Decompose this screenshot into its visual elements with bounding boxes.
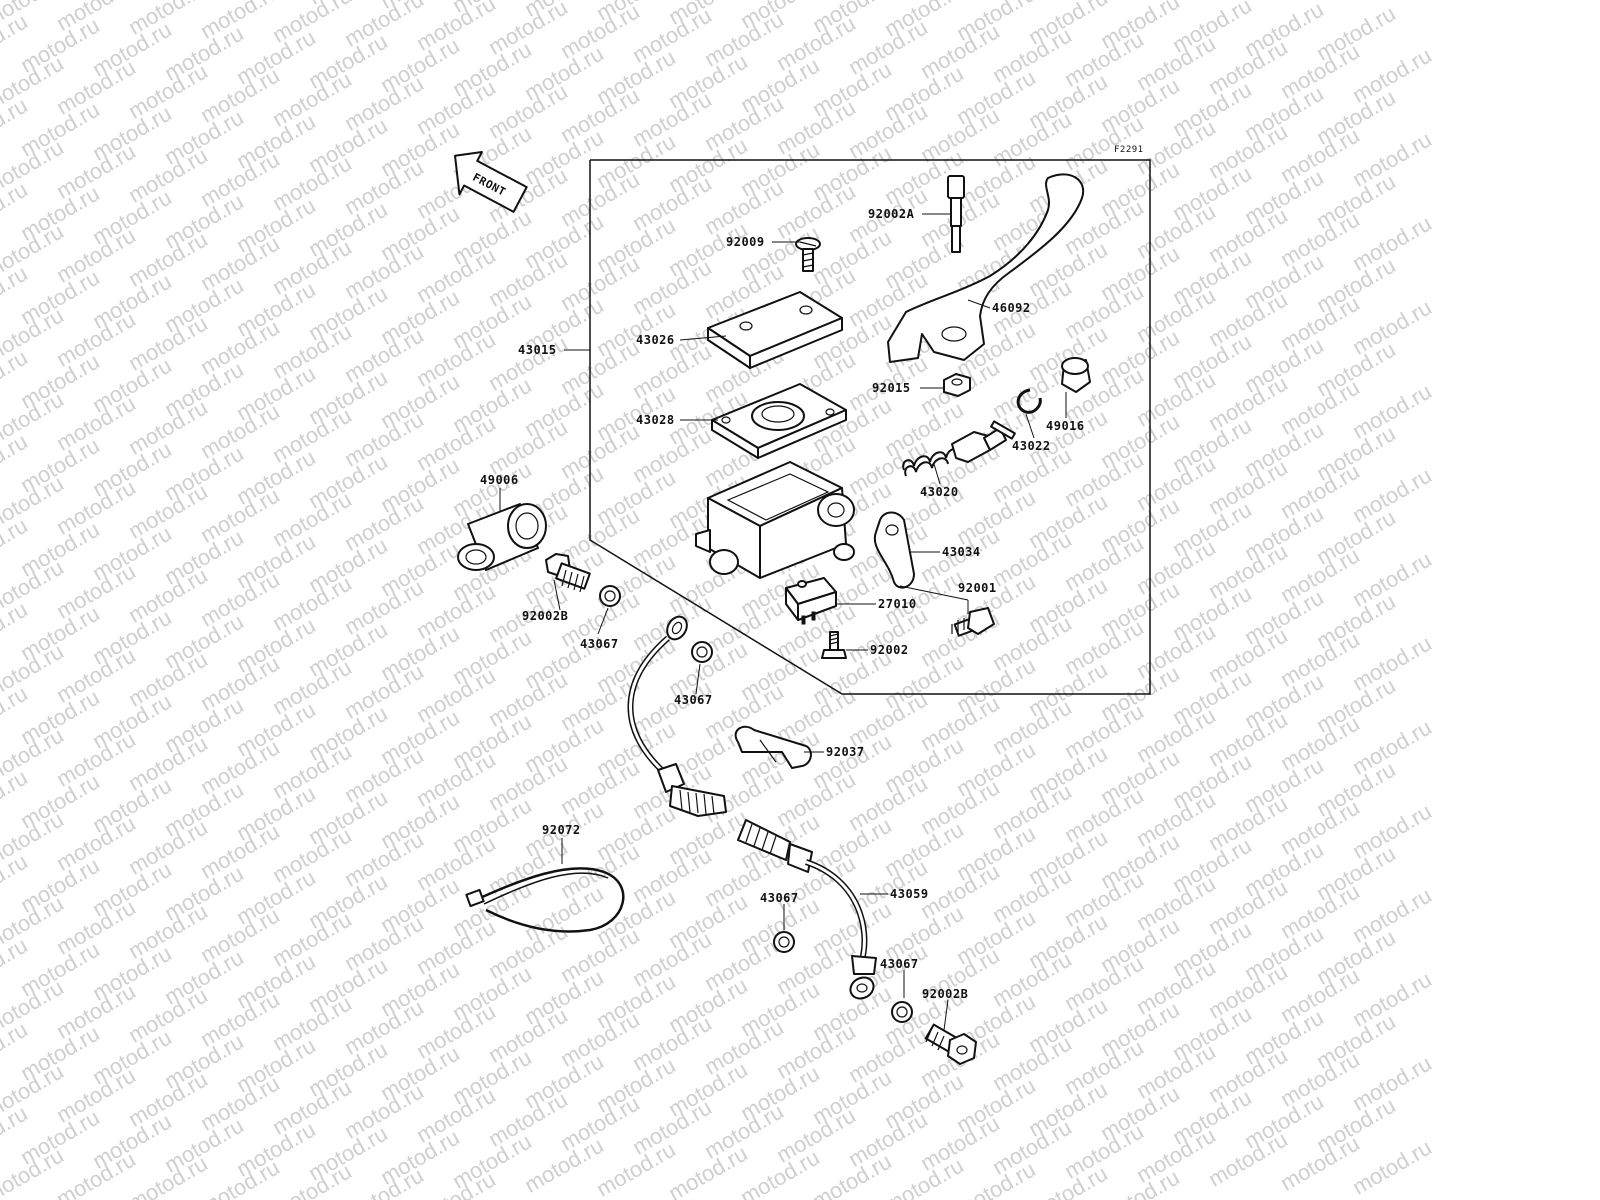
diagram-code: F2291 bbox=[1114, 145, 1144, 155]
label-43067-a: 43067 bbox=[580, 637, 619, 651]
label-92009: 92009 bbox=[726, 235, 765, 249]
label-43026: 43026 bbox=[636, 333, 675, 347]
part-labels: 92002A 92009 46092 43026 43015 92015 490… bbox=[480, 207, 1085, 1001]
lever-pivot-hole bbox=[941, 326, 967, 342]
sealing-washer-b bbox=[691, 641, 713, 663]
label-27010: 27010 bbox=[878, 597, 917, 611]
banjo-bolt-bottom bbox=[924, 1023, 977, 1065]
label-43022: 43022 bbox=[1012, 439, 1051, 453]
banjo-bolt-top bbox=[545, 553, 591, 593]
label-49006: 49006 bbox=[480, 473, 519, 487]
label-49016: 49016 bbox=[1046, 419, 1085, 433]
sealing-washer-a bbox=[599, 585, 621, 607]
label-92002B-top: 92002B bbox=[522, 609, 568, 623]
circlip bbox=[1016, 388, 1042, 414]
sealing-washer-c bbox=[773, 931, 795, 953]
label-43059: 43059 bbox=[890, 887, 929, 901]
reservoir-cap bbox=[707, 291, 843, 369]
brake-lever bbox=[887, 173, 1085, 363]
front-arrow-icon: FRONT bbox=[454, 151, 528, 213]
label-43020: 43020 bbox=[920, 485, 959, 499]
clamp-bolt bbox=[951, 607, 995, 637]
label-92072: 92072 bbox=[542, 823, 581, 837]
master-cylinder-body bbox=[695, 461, 855, 579]
reservoir-diaphragm bbox=[711, 383, 847, 459]
dust-boot bbox=[1061, 357, 1091, 393]
label-92002: 92002 bbox=[870, 643, 909, 657]
label-43067-b: 43067 bbox=[674, 693, 713, 707]
hose-fitting-boot bbox=[457, 503, 547, 571]
cable-tie-band bbox=[465, 867, 625, 933]
lever-pivot-nut bbox=[943, 373, 971, 397]
label-43028: 43028 bbox=[636, 413, 675, 427]
label-92002A: 92002A bbox=[868, 207, 915, 221]
label-92015: 92015 bbox=[872, 381, 911, 395]
brake-hose bbox=[627, 615, 877, 1000]
handlebar-clamp bbox=[873, 511, 915, 589]
piston-assembly bbox=[902, 420, 1016, 477]
label-92037: 92037 bbox=[826, 745, 865, 759]
brake-light-switch bbox=[785, 577, 837, 625]
bleeder-valve bbox=[947, 175, 965, 253]
label-92002B-bottom: 92002B bbox=[922, 987, 968, 1001]
sealing-washer-d bbox=[891, 1001, 913, 1023]
label-43034: 43034 bbox=[942, 545, 981, 559]
label-43067-c: 43067 bbox=[760, 891, 799, 905]
label-92001: 92001 bbox=[958, 581, 997, 595]
label-43067-d: 43067 bbox=[880, 957, 919, 971]
leader-lines bbox=[499, 213, 1067, 1031]
switch-screw bbox=[821, 631, 847, 659]
assembly-frame bbox=[589, 159, 1151, 695]
hose-clamp bbox=[734, 725, 812, 769]
cover-screw bbox=[795, 237, 821, 272]
label-43015: 43015 bbox=[518, 343, 557, 357]
label-46092: 46092 bbox=[992, 301, 1031, 315]
